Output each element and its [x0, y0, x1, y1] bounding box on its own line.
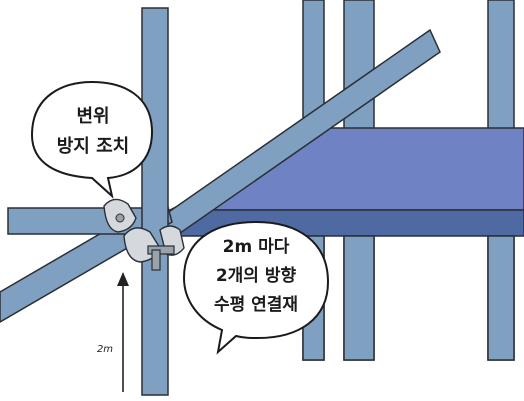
bubble-right-line2: 2개의 방향 [216, 265, 297, 286]
arrow-up-icon [117, 272, 129, 392]
speech-bubble-right: 2m 마다 2개의 방향 수평 연결재 [182, 220, 330, 355]
bubble-left-line2: 방지 조치 [57, 136, 130, 157]
measure-label: 2m [97, 344, 113, 355]
speech-bubble-left: 변위 방지 조치 [30, 80, 154, 199]
vertical-post-mid-2 [343, 235, 375, 361]
bubble-left-line1: 변위 [76, 106, 109, 127]
bolt-icon [147, 245, 175, 271]
vertical-post-front [141, 7, 169, 396]
vertical-post-mid-3 [487, 235, 515, 361]
bubble-right-line3: 수평 연결재 [214, 295, 298, 315]
clamp-coupler-icon [103, 198, 137, 233]
bubble-right-line1: 2m 마다 [223, 237, 290, 257]
